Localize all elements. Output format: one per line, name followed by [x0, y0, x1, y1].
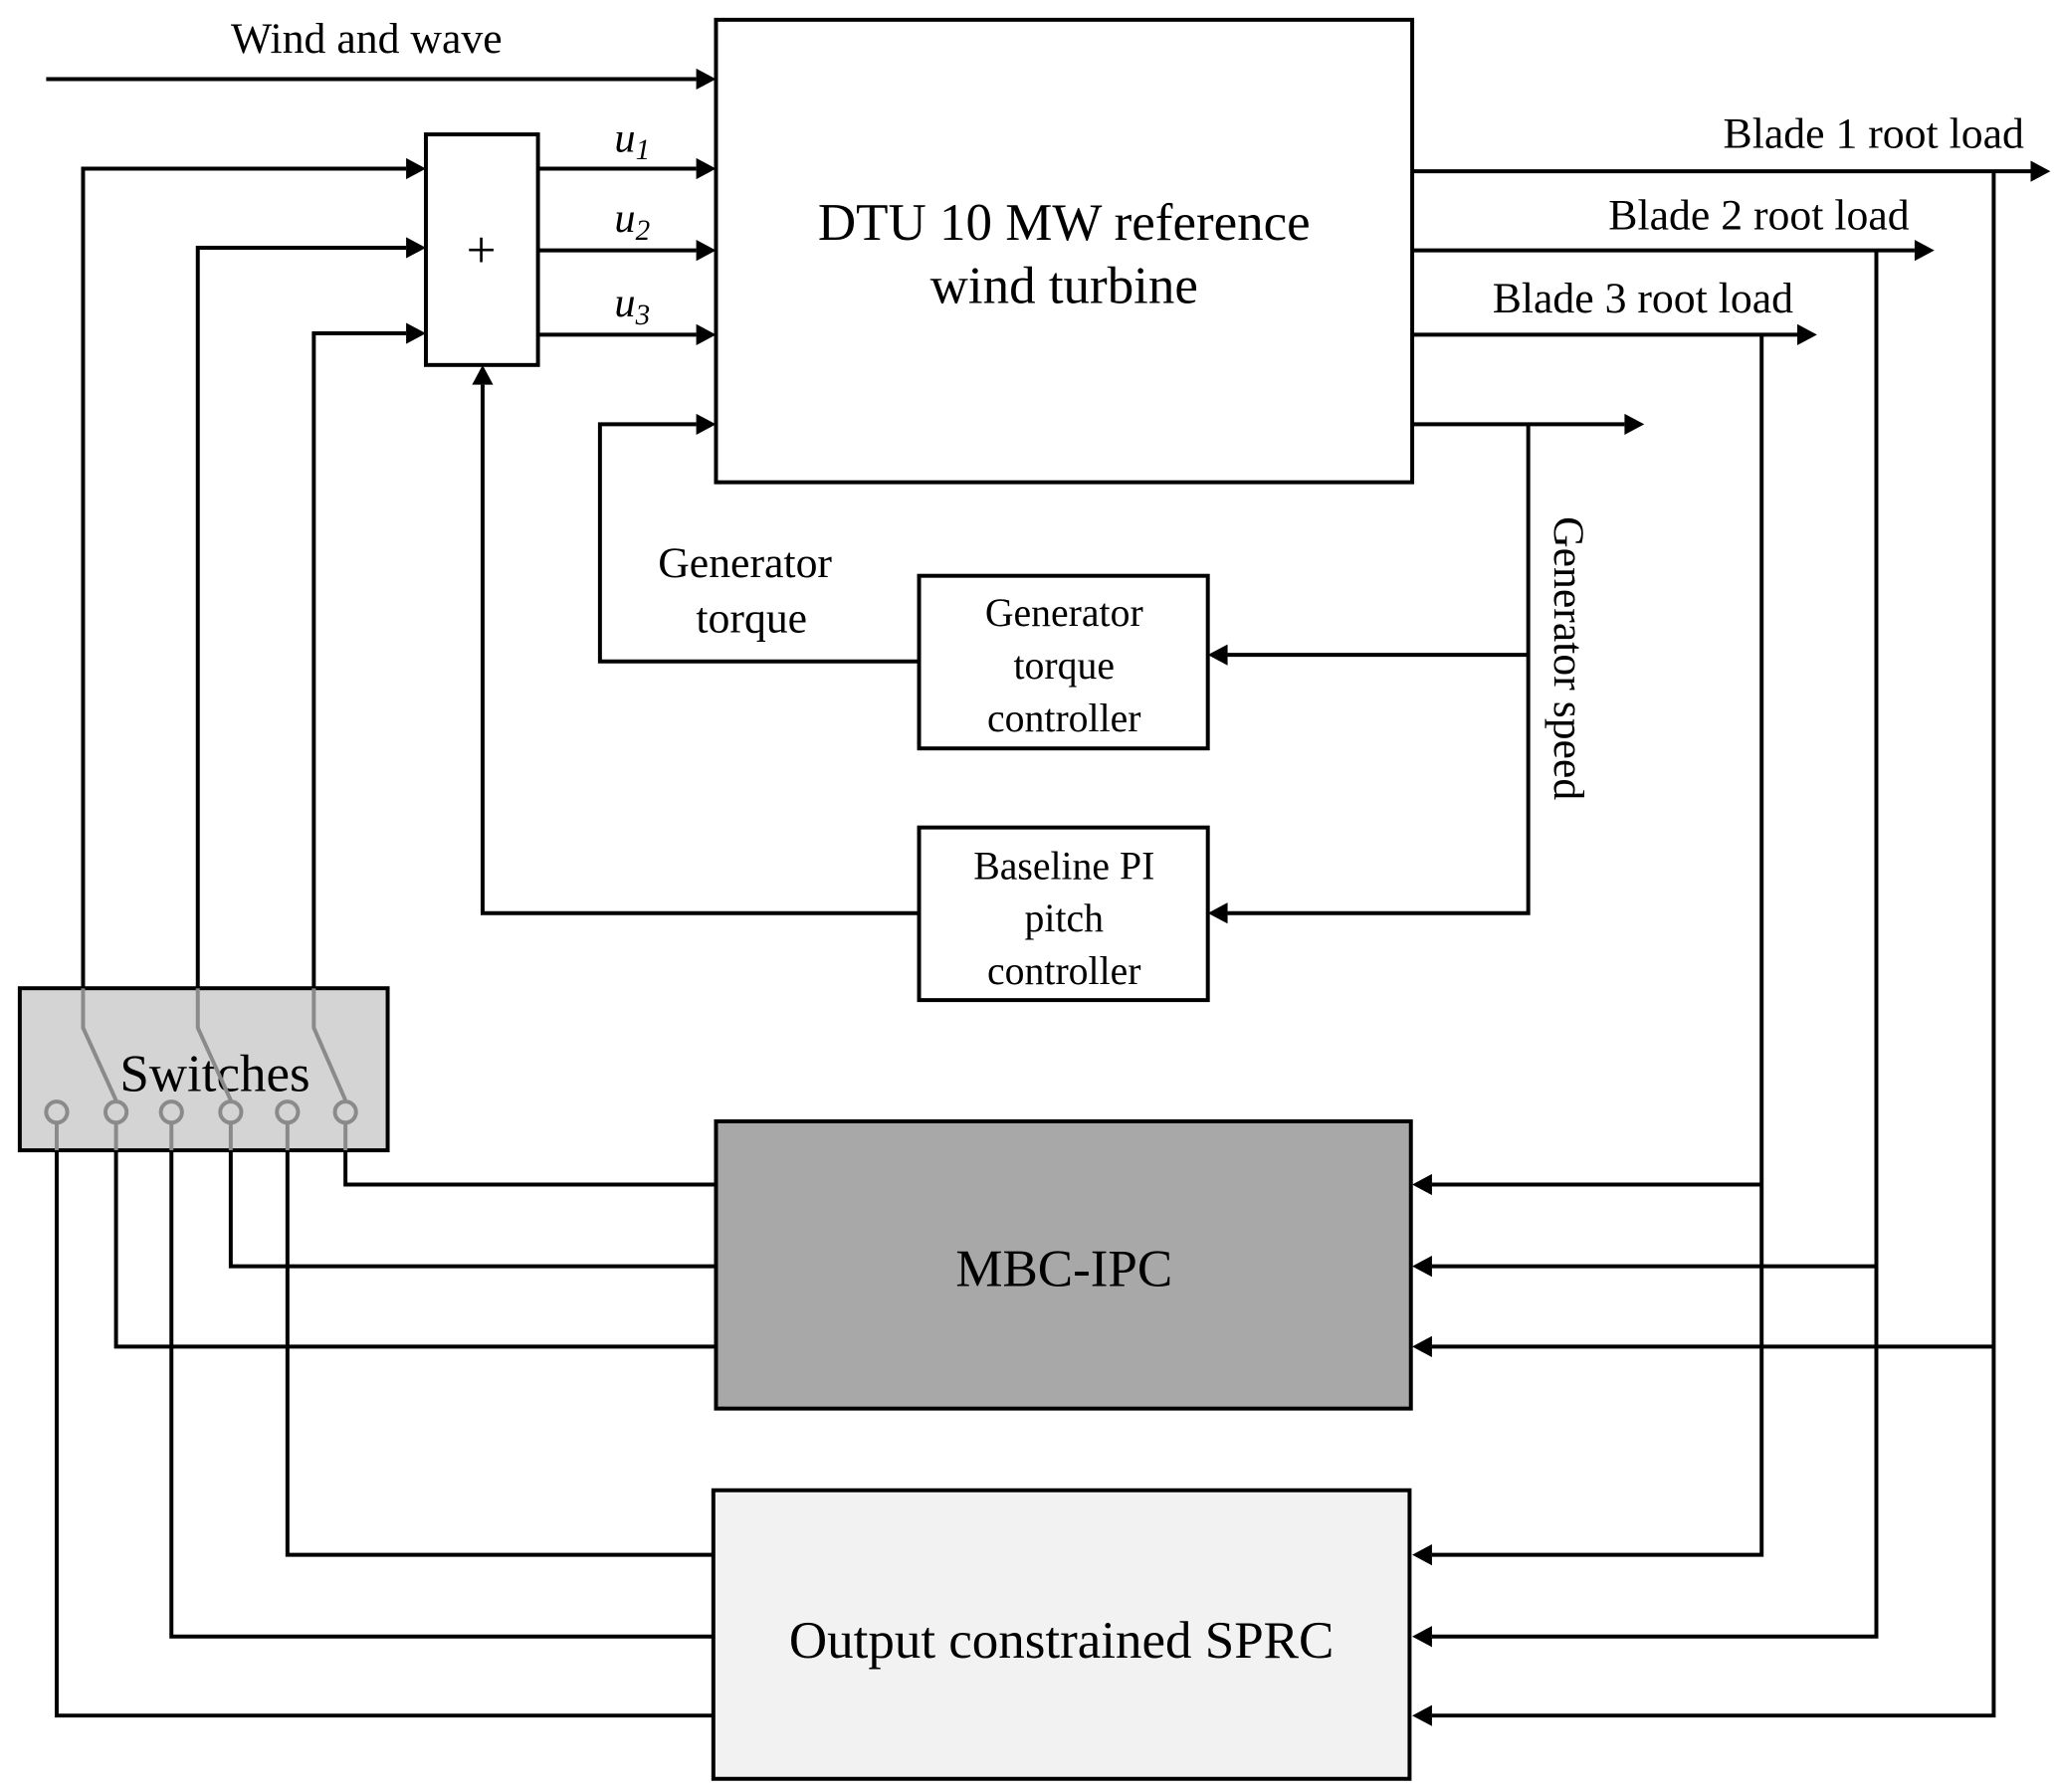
switches-label: Switches	[119, 1046, 309, 1103]
torque-controller-line1: Generator	[985, 591, 1143, 635]
controller-to-switch-lines	[54, 1150, 717, 1718]
mbc-ipc-label: MBC-IPC	[955, 1240, 1172, 1297]
blade3-output	[1412, 323, 1817, 345]
blade1-label: Blade 1 root load	[1724, 109, 2024, 157]
torque-controller-line3: controller	[987, 697, 1140, 740]
u3-label: u3	[614, 280, 650, 331]
generator-torque-label-line1: Generator	[658, 539, 832, 587]
torque-controller-block	[917, 573, 1210, 751]
wind-wave-label: Wind and wave	[231, 15, 503, 63]
pi-to-summer-line	[472, 364, 920, 915]
summer-outputs	[537, 157, 717, 345]
pi-controller-line3: controller	[987, 949, 1140, 993]
sprc-block	[711, 1488, 1412, 1781]
generator-speed-output	[1207, 413, 1645, 924]
blade2-label: Blade 2 root load	[1608, 191, 1909, 239]
sprc-label: Output constrained SPRC	[789, 1612, 1335, 1670]
summing-block	[423, 132, 540, 367]
mbc-ipc-block	[714, 1118, 1413, 1411]
generator-torque-label-line2: torque	[696, 595, 807, 643]
blade2-output	[1412, 240, 1935, 262]
u2-label: u2	[614, 195, 650, 247]
turbine-block	[714, 17, 1415, 485]
blade1-output	[1412, 160, 2051, 182]
blade-feedback-lines	[1412, 171, 1996, 1726]
blade3-label: Blade 3 root load	[1493, 275, 1793, 322]
turbine-label-line2: wind turbine	[930, 258, 1198, 315]
torque-controller-line2: torque	[1014, 644, 1116, 688]
u1-label: u1	[614, 114, 650, 166]
pi-controller-line2: pitch	[1025, 896, 1105, 940]
switch-contacts	[44, 988, 358, 1151]
switch-to-summer-lines	[81, 157, 426, 989]
wind-wave-input	[46, 68, 717, 91]
generator-torque-line	[597, 413, 920, 664]
pi-controller-line1: Baseline PI	[973, 844, 1154, 888]
pi-controller-block	[917, 825, 1210, 1003]
summing-symbol: +	[467, 222, 497, 280]
turbine-label-line1: DTU 10 MW reference	[818, 194, 1311, 252]
generator-speed-label: Generator speed	[1544, 516, 1592, 800]
